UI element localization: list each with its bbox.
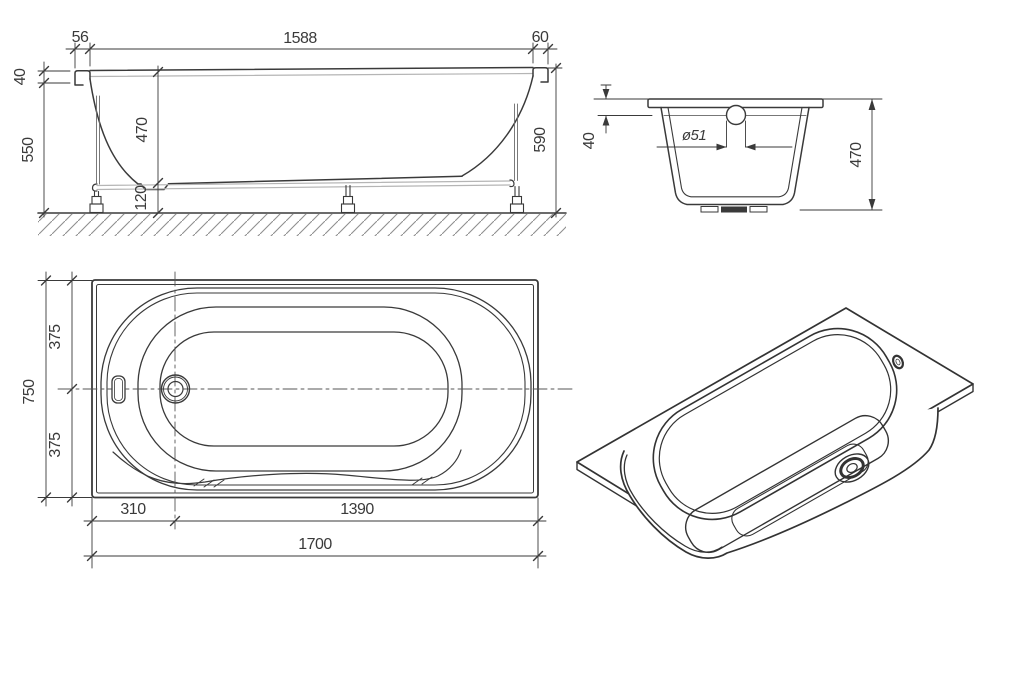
iso-overflow (891, 354, 905, 370)
frame-uprights (96, 95, 518, 185)
dim-label-375-lower: 375 (47, 432, 64, 458)
end-bottom-bracket-left (700, 206, 719, 213)
dim-label-1588: 1588 (283, 30, 317, 47)
dim-label-40-side: 40 (12, 68, 29, 85)
end-outer-wall (660, 106, 810, 206)
dim-label-310: 310 (120, 501, 146, 518)
plan-apron-wave-ticks (193, 476, 433, 488)
dim-label-56: 56 (72, 29, 89, 46)
left-foot (89, 190, 104, 214)
side-view-dim-labels: 56 1588 60 40 550 470 120 590 (12, 29, 550, 211)
end-bottom-bracket-right (749, 206, 768, 213)
plan-view-dimensions (37, 271, 547, 569)
isometric-view (576, 307, 974, 559)
dim-label-120: 120 (133, 185, 150, 211)
left-wall-curve (89, 78, 139, 185)
end-bottom-pad (721, 206, 747, 213)
side-view: 56 1588 60 40 550 470 120 590 (12, 29, 567, 236)
end-inner-wall (667, 106, 803, 198)
dim-label-550: 550 (20, 137, 37, 163)
iso-bottom-recess (731, 443, 869, 537)
plan-view: 750 375 375 310 1390 1700 (21, 271, 573, 569)
dim-label-60: 60 (532, 29, 549, 46)
frame-rail-top (96, 180, 511, 187)
rim-top-line (89, 66, 534, 72)
frame-rail-bottom (96, 184, 511, 191)
frame-rail-right-cap (509, 179, 515, 188)
iso-drain (834, 453, 870, 483)
side-view-dimensions (37, 42, 563, 219)
iso-bowl-outline (619, 407, 939, 559)
plan-rim-inner-contour (106, 292, 526, 486)
rim-inner-line (89, 72, 534, 78)
dim-label-375-upper: 375 (47, 324, 64, 350)
floor-hatch (38, 214, 566, 236)
dim-label-1390: 1390 (340, 501, 374, 518)
right-rim-profile (532, 67, 549, 83)
left-rim-profile (74, 70, 91, 86)
dim-label-40-end: 40 (581, 132, 598, 149)
end-view: ø51 40 470 (581, 84, 883, 213)
dim-label-overflow-diameter: ø51 (682, 127, 707, 144)
plan-apron-wave (112, 449, 462, 485)
end-view-dim-labels: ø51 40 470 (581, 127, 865, 168)
overflow-symbol-plan (111, 375, 126, 404)
tub-bottom-line (137, 175, 463, 191)
right-foot (509, 185, 525, 214)
frame-rail-left-cap (91, 183, 98, 192)
drain-symbol (160, 374, 191, 404)
dim-label-1700: 1700 (298, 536, 332, 553)
plan-centerlines (57, 271, 573, 530)
overflow-hole (725, 104, 747, 126)
iso-bottom-plateau (684, 414, 890, 554)
dim-label-750: 750 (21, 379, 38, 405)
dim-label-590: 590 (532, 127, 549, 153)
right-wall-curve (461, 75, 534, 177)
dim-label-470-side: 470 (134, 117, 151, 143)
middle-foot (340, 184, 356, 214)
end-view-dimensions (593, 84, 883, 211)
plan-view-dim-labels: 750 375 375 310 1390 1700 (21, 324, 375, 553)
dim-label-470-end: 470 (848, 142, 865, 168)
iso-rim-opening (652, 327, 898, 521)
